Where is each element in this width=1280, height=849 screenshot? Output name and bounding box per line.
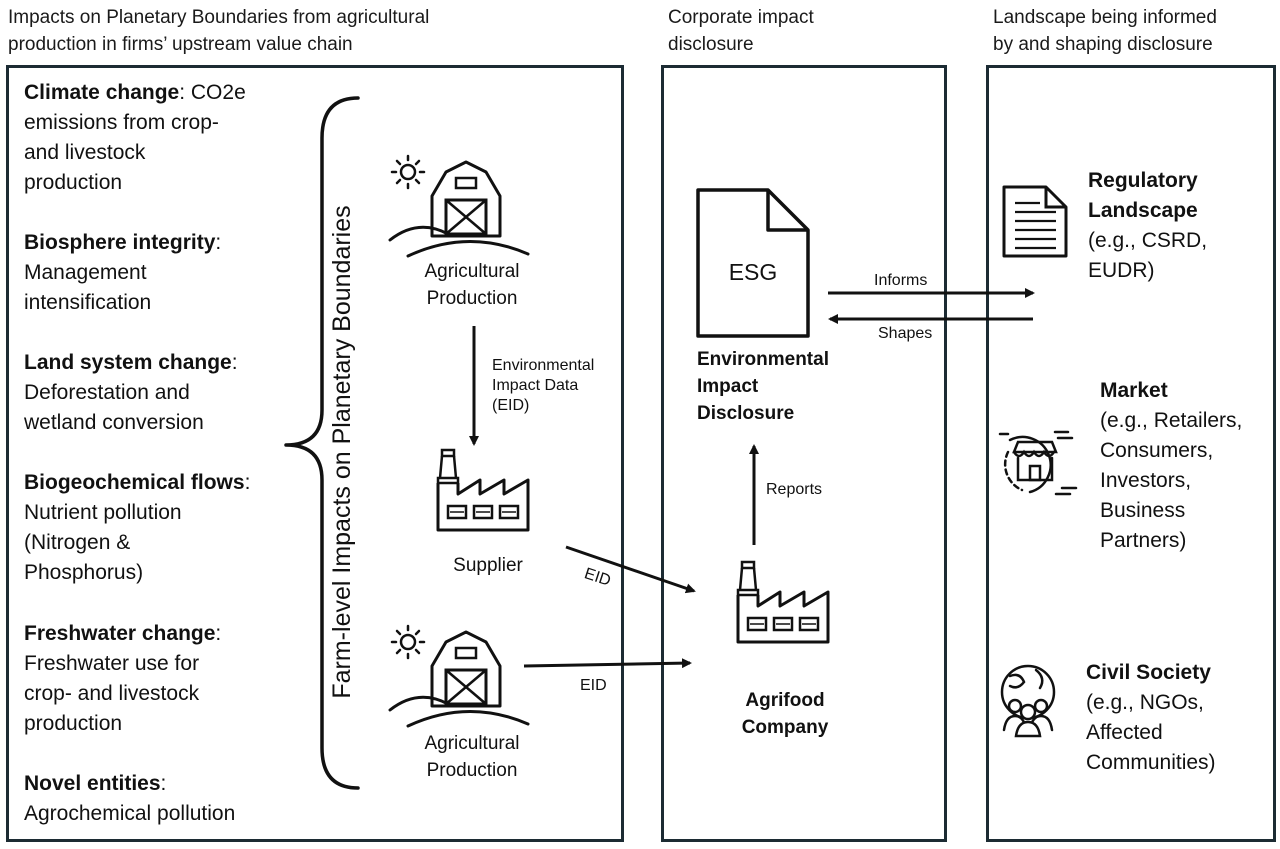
right-panel [986, 65, 1276, 842]
market-title: Market [1100, 379, 1168, 402]
reports-label: Reports [766, 481, 823, 498]
shapes-label: Shapes [878, 325, 933, 342]
impact-biosphere-integrity: Biosphere integrity: Management intensif… [24, 231, 222, 314]
impact-freshwater-change: Freshwater change: Freshwater use for cr… [24, 622, 222, 735]
left-panel [6, 65, 624, 842]
left-column-header: Impacts on Planetary Boundaries from agr… [8, 7, 430, 55]
middle-panel [661, 65, 947, 842]
regulatory-examples: (e.g., CSRD,EUDR) [1088, 229, 1208, 282]
supplier-label: Supplier [453, 555, 523, 576]
impact-biogeochemical-flows: Biogeochemical flows: Nutrient pollution… [24, 471, 251, 584]
impact-climate-change: Climate change: CO2e emissions from crop… [24, 81, 246, 194]
informs-label: Informs [874, 272, 928, 289]
esg-label: ESG [728, 259, 778, 285]
impact-novel-entities: Novel entities: Agrochemical pollution [24, 772, 236, 825]
impact-land-system-change: Land system change: Deforestation and we… [24, 351, 238, 434]
eid-label-farm: EID [580, 677, 607, 694]
market-examples: (e.g., Retailers, Consumers, Investors, … [1100, 409, 1243, 552]
right-column-header: Landscape being informed by and shaping … [993, 7, 1217, 55]
middle-column-header: Corporate impact disclosure [668, 7, 814, 55]
brace-label: Farm-level Impacts on Planetary Boundari… [328, 205, 356, 699]
civil-society-examples: (e.g., NGOs, Affected Communities) [1086, 691, 1216, 774]
civil-society-title: Civil Society [1086, 661, 1211, 684]
